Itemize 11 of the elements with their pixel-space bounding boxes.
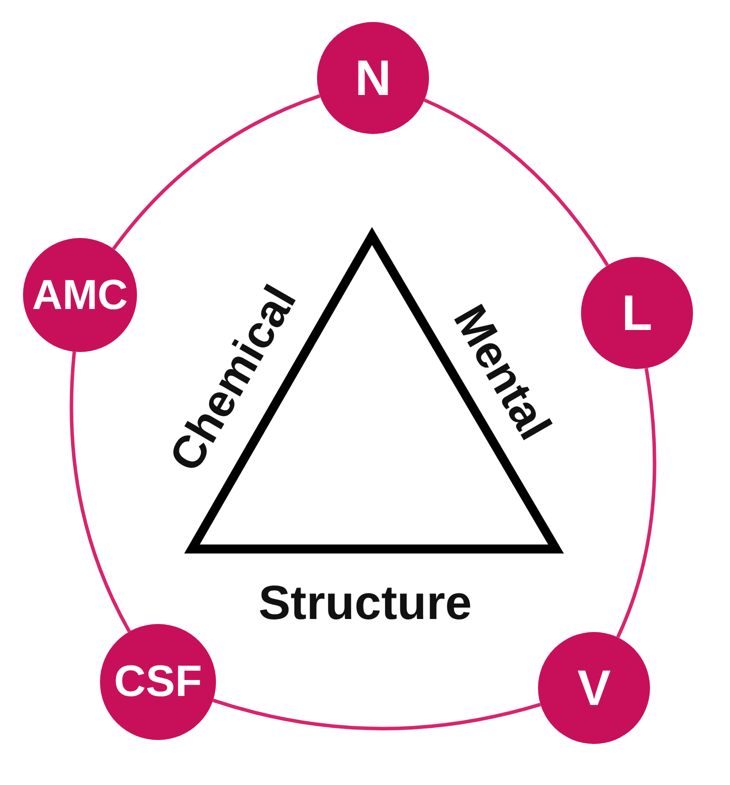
- ring-connector: [112, 94, 320, 250]
- node-label: N: [354, 49, 392, 107]
- ring-connector: [212, 698, 541, 730]
- node-label: CSF: [114, 657, 202, 707]
- ring-connector: [70, 352, 131, 632]
- node-label: V: [577, 659, 611, 717]
- ring-connector: [616, 368, 656, 638]
- node-label: L: [622, 284, 652, 342]
- side-label: Structure: [258, 576, 472, 630]
- node-label: AMC: [32, 271, 128, 319]
- ring-connector: [424, 98, 609, 266]
